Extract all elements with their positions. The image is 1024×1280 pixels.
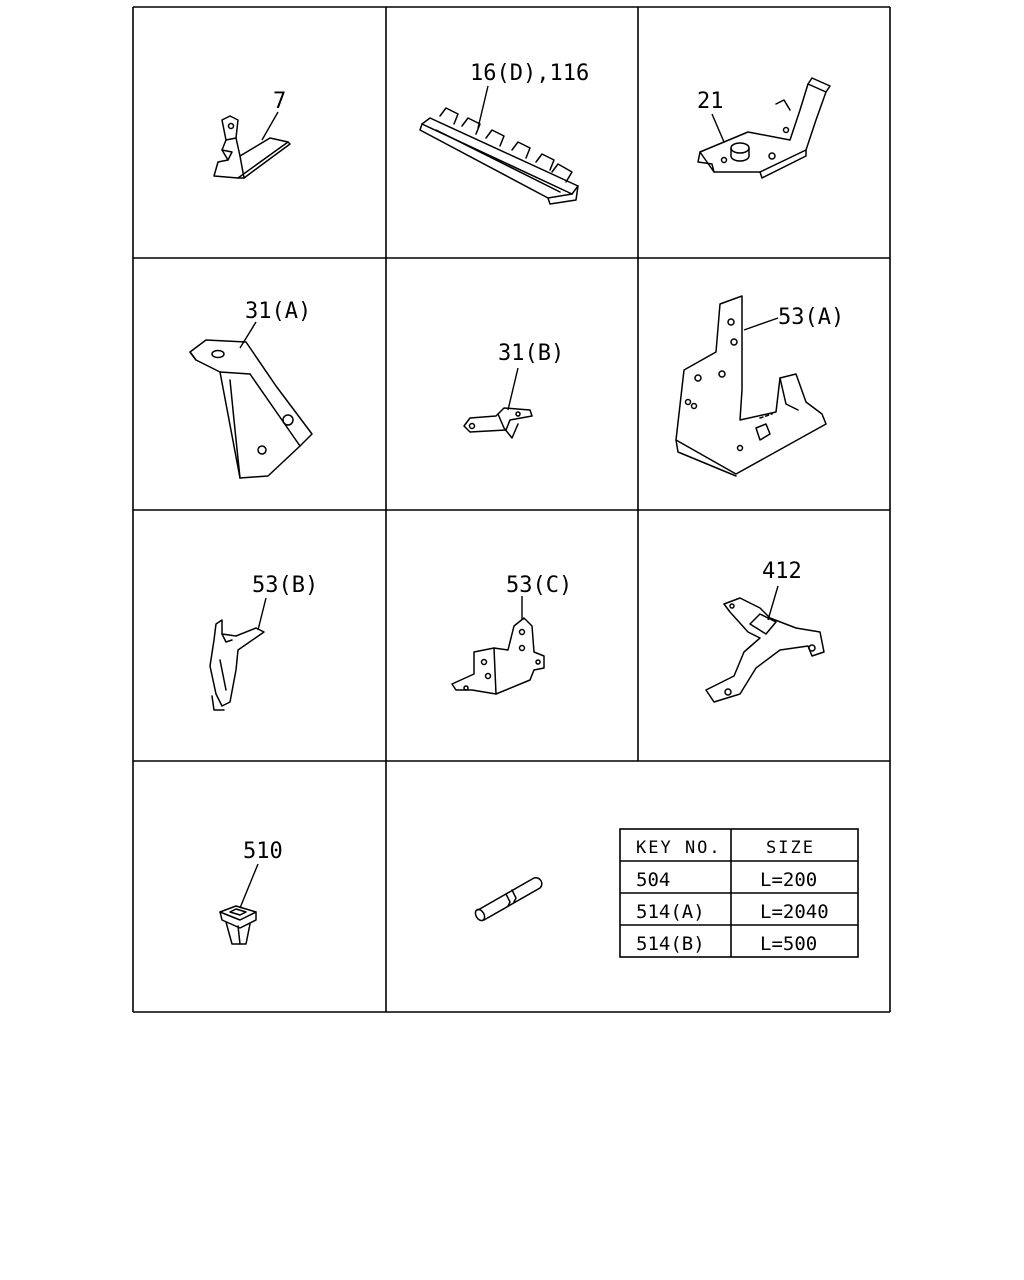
label-16d-116: 16(D),116 [470,61,589,86]
label-21: 21 [697,89,724,114]
size-table-row-size: L=500 [760,933,817,955]
label-53c: 53(C) [506,573,572,598]
diagram-grid [132,6,891,1013]
part-31b-clip [463,407,533,439]
label-31a: 31(A) [245,299,311,324]
part-16d-116-clip-rail [419,107,579,205]
part-53a-bracket [675,295,827,477]
leader-31b [507,367,519,411]
label-7: 7 [273,89,286,114]
part-412-bracket [705,597,825,703]
leader-53b [257,597,267,631]
part-31a-bracket [189,339,313,479]
size-table-header-key: KEY NO. [636,838,722,858]
label-53b: 53(B) [252,573,318,598]
leader-510 [239,863,259,909]
size-table-row-key: 514(B) [636,933,705,955]
leader-7 [261,111,279,141]
leader-53a [743,317,779,331]
part-510-grommet [219,905,257,945]
size-table-header-size: SIZE [766,838,815,858]
leader-31a [239,321,257,349]
size-table-row-key: 504 [636,869,670,891]
label-412: 412 [762,559,802,584]
label-31b: 31(B) [498,341,564,366]
part-21-bracket [697,77,831,179]
label-53a: 53(A) [778,305,844,330]
leader-21 [711,113,725,143]
size-table: KEY NO. SIZE 504 L=200 514(A) L=2040 514… [619,828,859,958]
part-53b-bracket [209,619,265,711]
size-table-row-key: 514(A) [636,901,705,923]
leader-412 [767,585,779,621]
part-7-bracket [213,115,291,179]
size-table-row-size: L=2040 [760,901,829,923]
part-53c-bracket [451,617,545,695]
hose-tube [474,876,543,922]
size-table-row-size: L=200 [760,869,817,891]
label-510: 510 [243,839,283,864]
leader-16d-116 [477,85,489,129]
